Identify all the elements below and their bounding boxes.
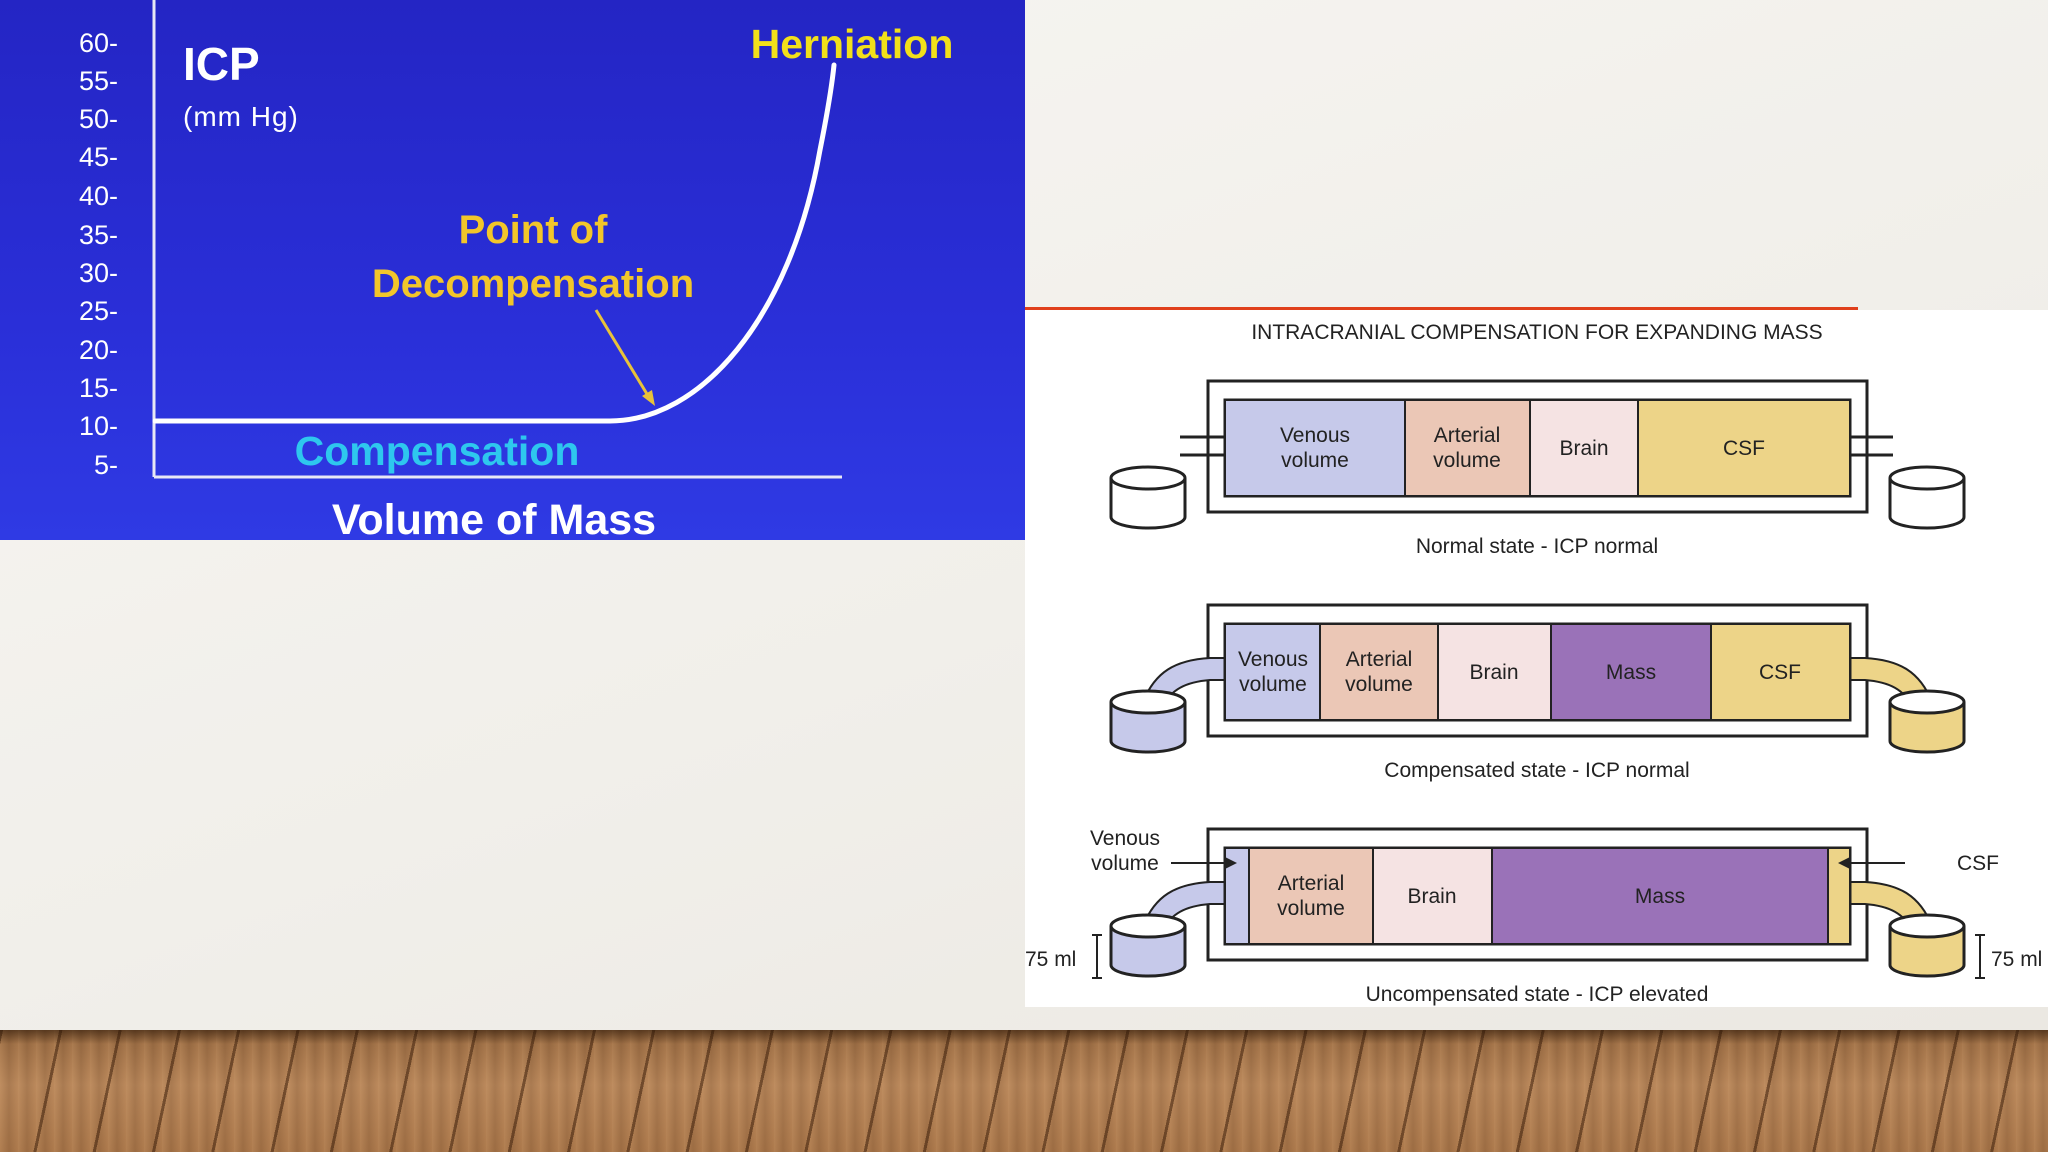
segment-label: Arterial: [1434, 424, 1501, 447]
y-tick: 55-: [79, 66, 118, 96]
segment-label: Mass: [1635, 885, 1685, 908]
venous-reservoir: [1109, 465, 1187, 530]
arterial-volume-segment: [1319, 623, 1439, 721]
compensation-diagram-svg: INTRACRANIAL COMPENSATION FOR EXPANDING …: [1025, 321, 2042, 1006]
volume-bracket-right: [1975, 934, 1985, 979]
volume-bracket-left: [1092, 934, 1102, 979]
y-axis-unit: (mm Hg): [183, 101, 299, 132]
y-tick: 10-: [79, 411, 118, 441]
mass-segment: [1550, 623, 1712, 721]
mass-segment: [1491, 847, 1829, 945]
arterial-volume-segment: [1404, 399, 1531, 497]
y-axis-title: ICP: [183, 38, 260, 90]
y-tick: 25-: [79, 296, 118, 326]
compensated-state-row: Venous volume Arterial volume Brain Mass…: [1109, 603, 1966, 782]
y-tick: 40-: [79, 181, 118, 211]
csf-segment: [1710, 623, 1851, 721]
venous-volume-segment: [1224, 399, 1406, 497]
y-tick: 60-: [79, 28, 118, 58]
venous-reservoir: [1109, 913, 1187, 978]
brain-segment: [1372, 847, 1493, 945]
csf-side-label: CSF: [1957, 852, 1999, 875]
decompensation-arrowhead: [642, 390, 655, 406]
segment-label: CSF: [1759, 661, 1801, 684]
csf-segment: [1637, 399, 1851, 497]
y-tick: 20-: [79, 335, 118, 365]
csf-arrowhead: [1838, 857, 1850, 869]
csf-reservoir: [1888, 465, 1966, 530]
compensation-diagram-panel: INTRACRANIAL COMPENSATION FOR EXPANDING …: [1025, 310, 2048, 1007]
y-tick: 30-: [79, 258, 118, 288]
icp-curve: [152, 62, 837, 424]
segment-label: Brain: [1469, 661, 1518, 684]
venous-volume-side-label: volume: [1091, 852, 1159, 875]
brain-segment: [1529, 399, 1639, 497]
segment-label: Venous: [1280, 424, 1350, 447]
arterial-volume-segment: [1248, 847, 1374, 945]
segment-label: volume: [1345, 673, 1413, 696]
uncompensated-state-row: Arterial volume Brain Mass Venous volume…: [1025, 827, 2042, 1006]
icp-curve-svg: 60- 55- 50- 45- 40- 35- 30- 25- 20- 15- …: [79, 0, 954, 544]
segment-label: volume: [1239, 673, 1307, 696]
segment-label: volume: [1277, 897, 1345, 920]
venous-volume-segment: [1224, 623, 1321, 721]
wood-floor: [0, 1030, 2048, 1152]
csf-reservoir: [1888, 689, 1966, 754]
row-caption: Compensated state - ICP normal: [1384, 759, 1689, 782]
point-of-decompensation-label: Decompensation: [372, 262, 694, 306]
y-tick: 45-: [79, 142, 118, 172]
y-tick: 15-: [79, 373, 118, 403]
point-of-decompensation-label: Point of: [459, 208, 609, 252]
segment-label: Mass: [1606, 661, 1656, 684]
decompensation-arrow: [594, 309, 652, 400]
right-volume-label: 75 ml: [1991, 948, 2042, 971]
y-tick: 5-: [94, 450, 118, 480]
venous-arrowhead: [1225, 857, 1237, 869]
normal-state-row: Venous volume Arterial volume Brain CSF …: [1109, 379, 1966, 558]
compensation-label: Compensation: [295, 428, 580, 474]
row-caption: Uncompensated state - ICP elevated: [1366, 983, 1709, 1006]
segment-label: Arterial: [1346, 648, 1413, 671]
segment-label: Arterial: [1278, 872, 1345, 895]
herniation-label: Herniation: [751, 21, 954, 67]
segment-label: volume: [1433, 449, 1501, 472]
segment-label: Venous: [1238, 648, 1308, 671]
segment-label: CSF: [1723, 437, 1765, 460]
x-axis-title: Volume of Mass: [332, 496, 656, 540]
segment-label: volume: [1281, 449, 1349, 472]
csf-segment: [1827, 847, 1851, 945]
left-volume-label: 75 ml: [1025, 948, 1076, 971]
row-caption: Normal state - ICP normal: [1416, 535, 1658, 558]
accent-rule: [1025, 307, 1858, 312]
segment-label: Brain: [1559, 437, 1608, 460]
y-tick: 50-: [79, 104, 118, 134]
y-tick: 35-: [79, 220, 118, 250]
segment-label: Brain: [1407, 885, 1456, 908]
icp-curve-panel: 60- 55- 50- 45- 40- 35- 30- 25- 20- 15- …: [0, 0, 1025, 544]
diagram-title: INTRACRANIAL COMPENSATION FOR EXPANDING …: [1251, 321, 1822, 344]
brain-segment: [1437, 623, 1552, 721]
venous-reservoir: [1109, 689, 1187, 754]
csf-reservoir: [1888, 913, 1966, 978]
venous-volume-side-label: Venous: [1090, 827, 1160, 850]
